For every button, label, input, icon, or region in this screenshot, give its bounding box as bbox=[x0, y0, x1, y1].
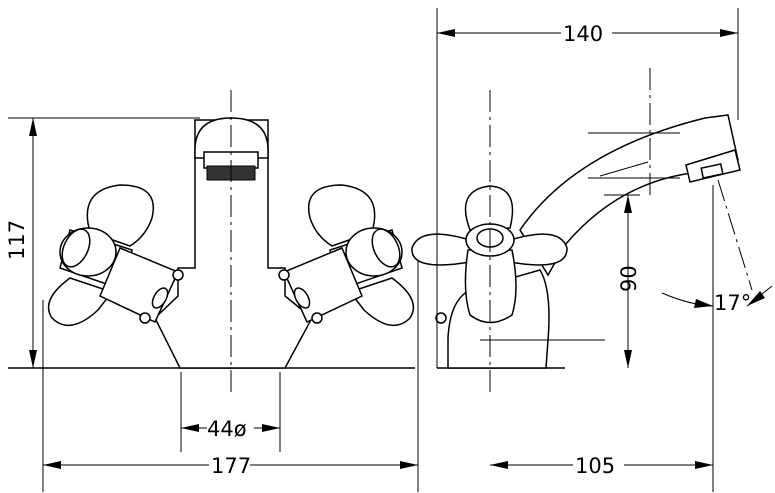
dim-angle-label: 17° bbox=[714, 291, 751, 315]
dim-90-arrow-bottom bbox=[624, 350, 632, 368]
front-view: 117 177 44ø bbox=[5, 90, 419, 492]
dim-177-label: 177 bbox=[211, 454, 251, 478]
dim-105-label: 105 bbox=[575, 454, 615, 478]
dim-177-arrow-left bbox=[43, 461, 61, 469]
dim-44-arrow-right bbox=[262, 424, 280, 432]
dim-90-arrow-top bbox=[624, 195, 632, 213]
angle-arrow-left bbox=[694, 299, 713, 308]
dim-90-label: 90 bbox=[617, 265, 641, 292]
dim-177-arrow-right bbox=[400, 461, 418, 469]
right-handle bbox=[278, 184, 415, 327]
front-body bbox=[154, 119, 313, 369]
dim-117-label: 117 bbox=[5, 220, 29, 260]
left-handle bbox=[47, 184, 184, 327]
side-handle bbox=[411, 185, 568, 324]
dim-44-arrow-left bbox=[181, 424, 199, 432]
side-view: 140 90 105 17° bbox=[411, 8, 773, 492]
dim-117-arrow-bottom bbox=[29, 350, 37, 368]
side-lever-knob bbox=[435, 312, 447, 324]
dim-105-arrow-right bbox=[695, 461, 713, 469]
dim-140-arrow-right bbox=[720, 29, 738, 37]
side-spout bbox=[519, 114, 739, 277]
dim-105-arrow-left bbox=[490, 461, 508, 469]
angle-slant-line bbox=[717, 179, 753, 291]
dim-44-label: 44ø bbox=[207, 417, 247, 441]
side-aerator bbox=[700, 163, 724, 179]
angle-arrow-right bbox=[747, 291, 765, 306]
side-spout-edge bbox=[599, 161, 649, 177]
dim-140-label: 140 bbox=[563, 22, 603, 46]
dim-117-arrow-top bbox=[29, 118, 37, 136]
dim-140-arrow-left bbox=[437, 29, 455, 37]
